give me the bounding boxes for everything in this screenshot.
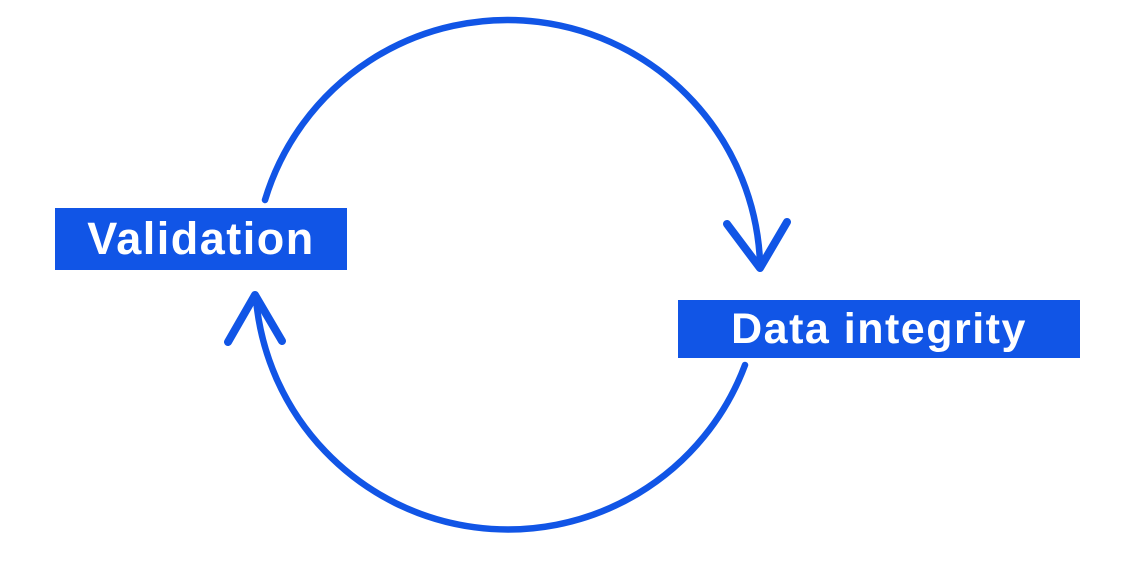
node-data-integrity: Data integrity bbox=[678, 300, 1080, 358]
node-validation: Validation bbox=[55, 208, 347, 270]
arrowhead-down-icon bbox=[723, 218, 791, 272]
node-validation-label: Validation bbox=[87, 213, 315, 264]
node-data-integrity-label: Data integrity bbox=[731, 304, 1027, 353]
cycle-arc-top bbox=[261, 16, 764, 266]
arrowhead-up-icon bbox=[224, 291, 286, 346]
cycle-arc-bottom bbox=[252, 295, 749, 533]
